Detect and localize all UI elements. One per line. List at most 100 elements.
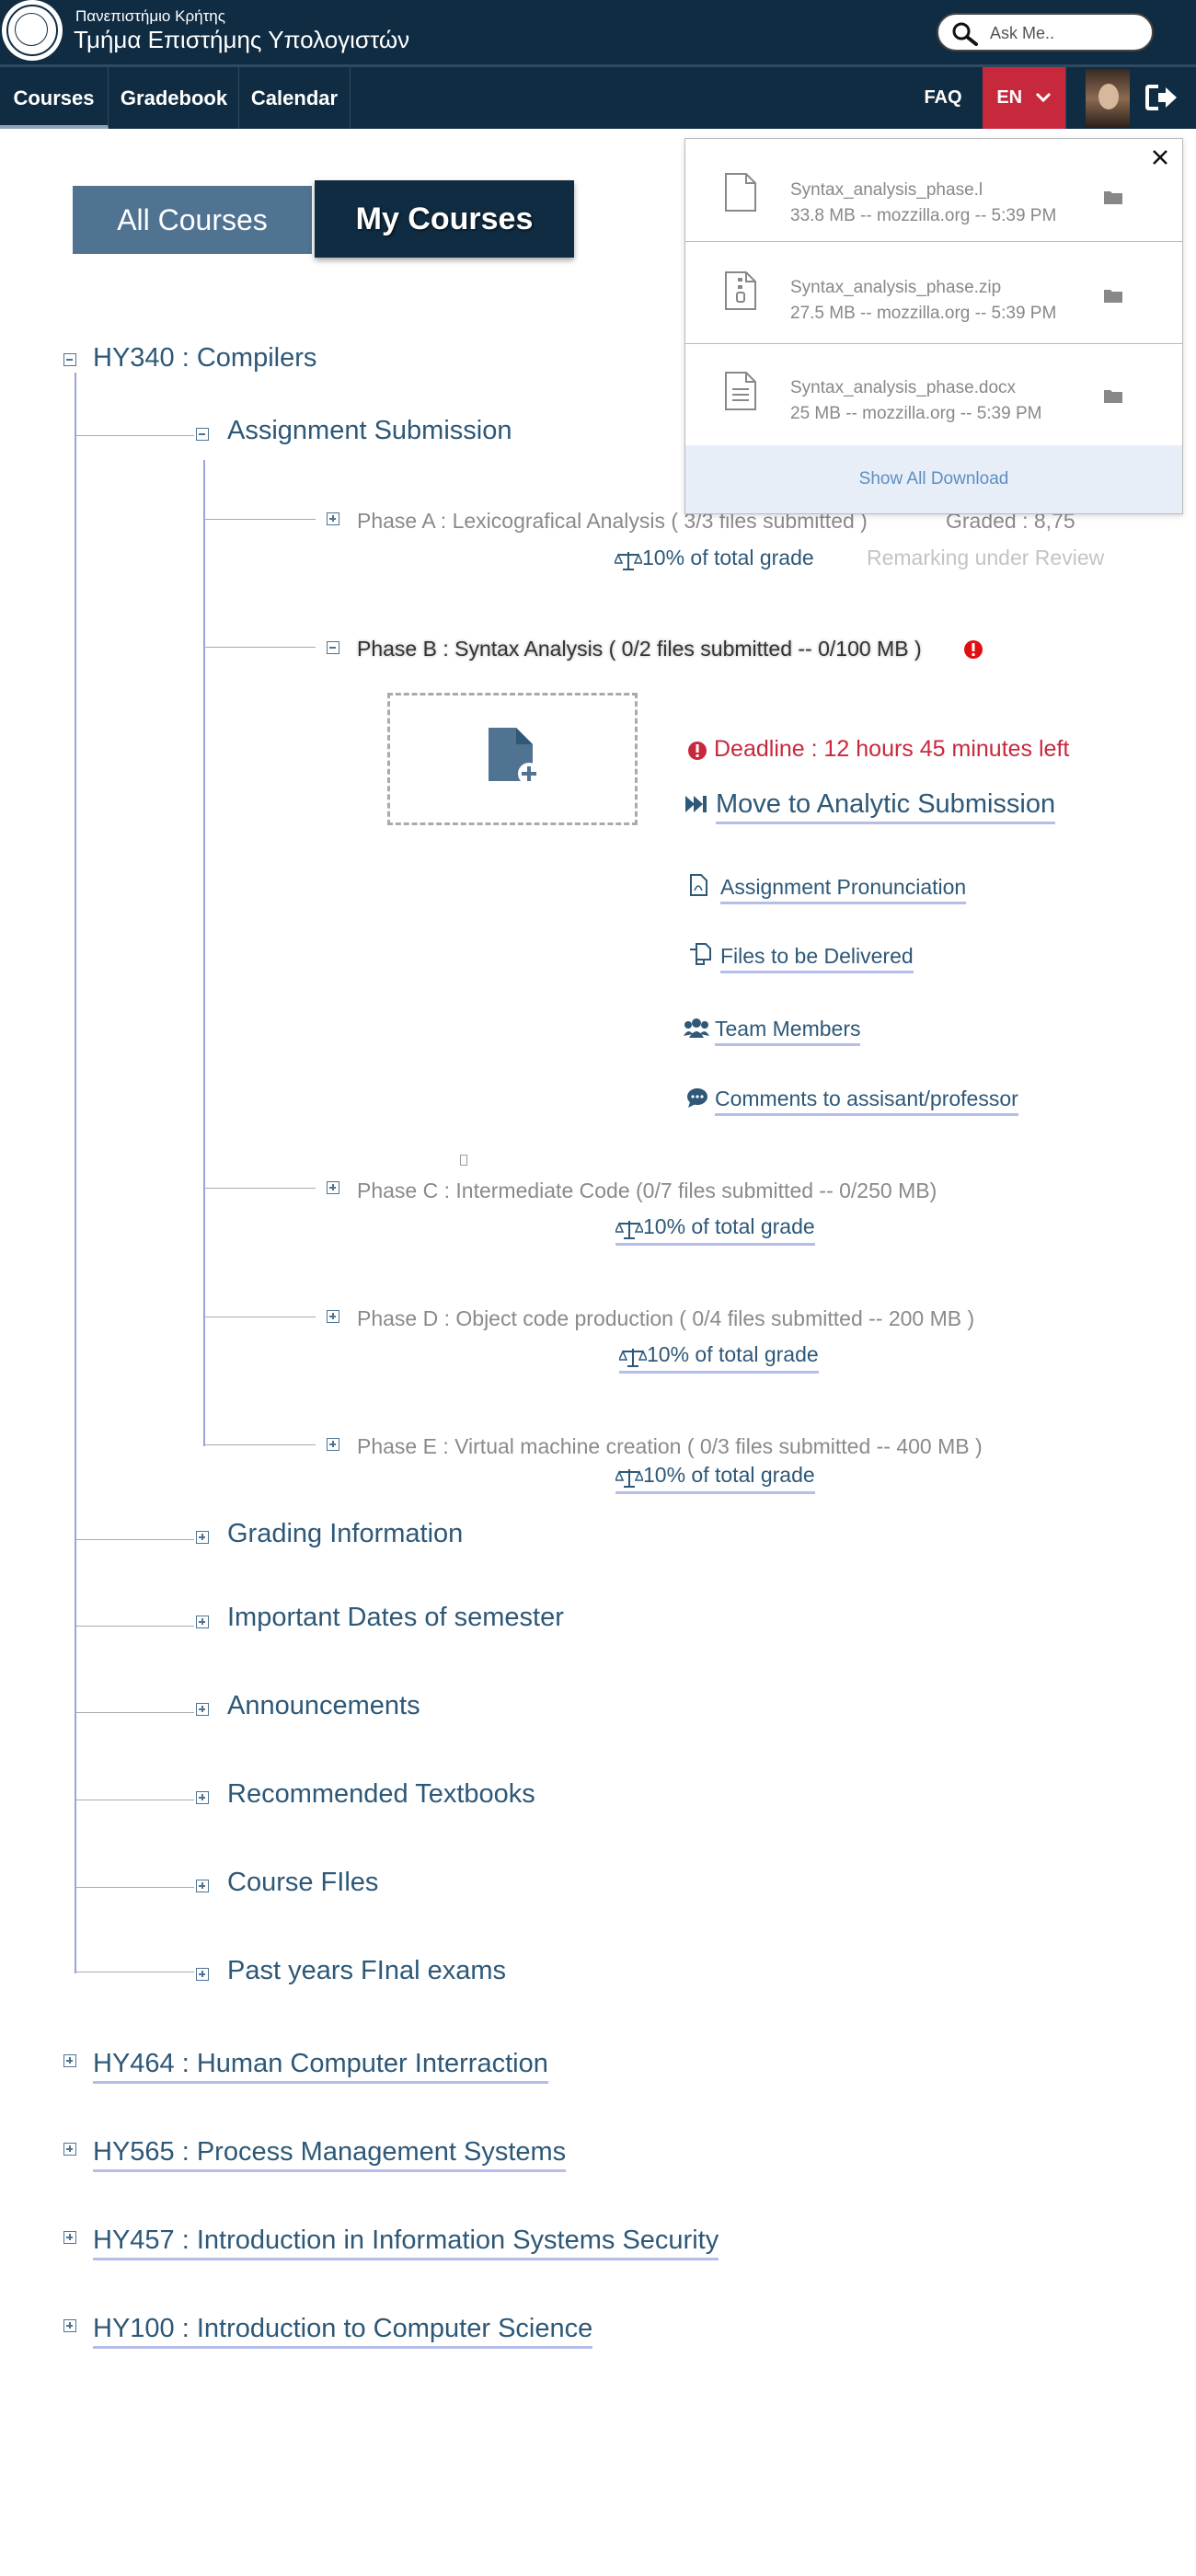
phase-c-title[interactable]: Phase C : Intermediate Code (0/7 files s… [357, 1179, 937, 1202]
move-to-analytic-submission-link[interactable]: Move to Analytic Submission [716, 789, 1056, 824]
course-hy457[interactable]: HY457 : Introduction in Information Syst… [93, 2225, 719, 2260]
collapse-icon[interactable] [196, 428, 209, 441]
course-tree-line [75, 373, 76, 1973]
scale-icon [617, 1348, 649, 1367]
search-icon [952, 22, 978, 46]
section-recommended-textbooks[interactable]: Recommended Textbooks [227, 1779, 535, 1809]
course-hy464[interactable]: HY464 : Human Computer Interraction [93, 2049, 548, 2084]
university-name: Πανεπιστήμιο Κρήτης [75, 7, 225, 25]
user-avatar[interactable] [1086, 69, 1130, 128]
main-navigation: Courses Gradebook Calendar FAQ EN [0, 64, 1196, 129]
expand-icon[interactable] [63, 2319, 76, 2332]
expand-icon[interactable] [327, 1310, 339, 1323]
phase-c-weight: 10% of total grade [614, 1214, 815, 1246]
assignment-pronunciation-link[interactable]: Assignment Pronunciation [720, 875, 967, 904]
my-courses-button[interactable]: My Courses [315, 180, 574, 258]
show-all-downloads-button[interactable]: Show All Download [685, 445, 1182, 513]
file-icon [725, 173, 756, 212]
expand-icon[interactable] [196, 1616, 209, 1628]
logout-icon[interactable] [1145, 84, 1179, 111]
scale-icon [614, 1468, 645, 1488]
zip-file-icon [725, 271, 756, 310]
expand-icon[interactable] [196, 1880, 209, 1892]
phase-d-title[interactable]: Phase D : Object code production ( 0/4 f… [357, 1306, 975, 1330]
deadline-text: Deadline : 12 hours 45 minutes left [714, 736, 1070, 762]
deadline-alert-icon [688, 742, 707, 760]
search-placeholder: Ask Me.. [990, 24, 1055, 42]
phase-b-title[interactable]: Phase B : Syntax Analysis ( 0/2 files su… [357, 637, 922, 661]
team-members-link[interactable]: Team Members [715, 1017, 861, 1046]
course-hy565[interactable]: HY565 : Process Management Systems [93, 2137, 567, 2172]
files-to-be-delivered-link[interactable]: Files to be Delivered [720, 944, 914, 973]
close-icon[interactable] [1151, 148, 1169, 167]
expand-icon[interactable] [63, 2231, 76, 2244]
expand-icon[interactable] [327, 1181, 339, 1194]
folder-icon[interactable] [1103, 287, 1123, 304]
folder-icon[interactable] [1103, 387, 1123, 404]
expand-icon[interactable] [196, 1791, 209, 1804]
fast-forward-icon [685, 796, 707, 812]
download-file-name: Syntax_analysis_phase.zip [790, 278, 1002, 297]
language-selector[interactable]: EN [983, 67, 1066, 129]
phase-e-weight-label: 10% of total grade [643, 1463, 815, 1487]
alert-icon [964, 640, 983, 659]
section-grading-information[interactable]: Grading Information [227, 1519, 464, 1548]
phase-e-title[interactable]: Phase E : Virtual machine creation ( 0/3… [357, 1434, 983, 1458]
phase-c-weight-label: 10% of total grade [643, 1214, 815, 1238]
chevron-down-icon [1035, 92, 1051, 103]
download-item[interactable]: Syntax_analysis_phase.docx 25 MB -- mozz… [685, 343, 1182, 446]
copy-files-icon [690, 943, 711, 965]
file-drop-zone[interactable] [387, 693, 638, 825]
expand-icon[interactable] [63, 2143, 76, 2156]
phase-e-weight: 10% of total grade [614, 1463, 815, 1494]
section-past-exams[interactable]: Past years FInal exams [227, 1956, 506, 1985]
search-input[interactable]: Ask Me.. [937, 13, 1154, 52]
comment-icon [687, 1088, 707, 1108]
phase-a-weight: 10% of total grade [613, 546, 814, 572]
expand-icon[interactable] [196, 1968, 209, 1981]
expand-icon[interactable] [327, 512, 339, 525]
download-file-meta: 33.8 MB -- mozzilla.org -- 5:39 PM [790, 206, 1057, 225]
language-label: EN [996, 87, 1023, 108]
expand-icon[interactable] [196, 1703, 209, 1716]
phase-d-weight: 10% of total grade [617, 1342, 819, 1374]
assignment-tree-line [203, 460, 205, 1446]
expand-icon[interactable] [327, 1438, 339, 1451]
download-file-meta: 27.5 MB -- mozzilla.org -- 5:39 PM [790, 304, 1057, 323]
document-icon [725, 372, 756, 410]
section-course-files[interactable]: Course FIles [227, 1868, 379, 1897]
pdf-file-icon [690, 874, 707, 896]
department-name: Τμήμα Επιστήμης Υπολογιστών [74, 26, 410, 53]
scale-icon [613, 551, 644, 570]
nav-gradebook[interactable]: Gradebook [109, 67, 239, 129]
add-file-icon [489, 728, 540, 785]
download-file-name: Syntax_analysis_phase.docx [790, 378, 1017, 397]
faq-link[interactable]: FAQ [924, 87, 962, 108]
university-logo[interactable] [2, 0, 63, 61]
course-title[interactable]: HY340 : Compilers [93, 343, 317, 373]
phase-a-status: Remarking under Review [867, 546, 1105, 569]
download-item[interactable]: Syntax_analysis_phase.zip 27.5 MB -- moz… [685, 241, 1182, 344]
top-bar: Πανεπιστήμιο Κρήτης Τμήμα Επιστήμης Υπολ… [0, 0, 1196, 64]
assignment-submission-heading[interactable]: Assignment Submission [227, 416, 512, 445]
download-item[interactable]: Syntax_analysis_phase.l 33.8 MB -- mozzi… [685, 139, 1182, 242]
all-courses-button[interactable]: All Courses [73, 186, 312, 254]
section-important-dates[interactable]: Important Dates of semester [227, 1603, 564, 1632]
nav-courses[interactable]: Courses [0, 67, 109, 129]
scale-icon [614, 1220, 645, 1239]
downloads-panel: Syntax_analysis_phase.l 33.8 MB -- mozzi… [684, 138, 1183, 514]
section-announcements[interactable]: Announcements [227, 1691, 420, 1720]
collapse-icon[interactable] [327, 641, 339, 654]
download-file-meta: 25 MB -- mozzilla.org -- 5:39 PM [790, 404, 1042, 423]
team-members-icon [684, 1018, 709, 1038]
phase-a-weight-label: 10% of total grade [642, 546, 814, 569]
phase-d-weight-label: 10% of total grade [647, 1342, 819, 1366]
collapse-icon[interactable] [63, 353, 76, 366]
expand-icon[interactable] [63, 2054, 76, 2067]
folder-icon[interactable] [1103, 189, 1123, 205]
course-hy100[interactable]: HY100 : Introduction to Computer Science [93, 2314, 593, 2349]
nav-calendar[interactable]: Calendar [239, 67, 351, 129]
comments-link[interactable]: Comments to assisant/professor [715, 1087, 1018, 1116]
expand-icon[interactable] [196, 1531, 209, 1544]
text-cursor-marker [460, 1155, 467, 1166]
